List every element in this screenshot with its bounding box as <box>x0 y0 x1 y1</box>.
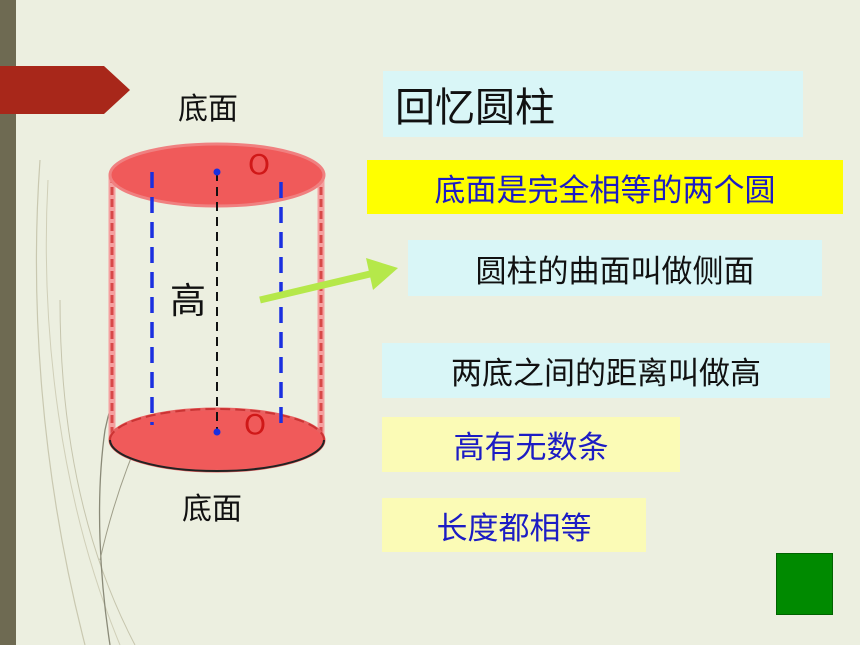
bottom-base-label: 底面 <box>182 492 242 527</box>
fact-height-box: 两底之间的距离叫做高 <box>382 343 830 398</box>
next-slide-button[interactable] <box>776 553 833 615</box>
fact-infinite-heights-box: 高有无数条 <box>382 417 680 472</box>
fact-equal-length-box: 长度都相等 <box>382 498 646 552</box>
title-box: 回忆圆柱 <box>383 71 803 137</box>
top-center-label: O <box>248 148 271 181</box>
chevron-tab-icon <box>0 66 130 114</box>
height-label: 高 <box>170 281 207 322</box>
top-base-label: 底面 <box>178 92 238 127</box>
bottom-center-label: O <box>244 408 267 441</box>
left-side-bar <box>0 0 16 645</box>
fact-lateral-box: 圆柱的曲面叫做侧面 <box>408 240 822 296</box>
fact-base-box: 底面是完全相等的两个圆 <box>367 160 843 214</box>
